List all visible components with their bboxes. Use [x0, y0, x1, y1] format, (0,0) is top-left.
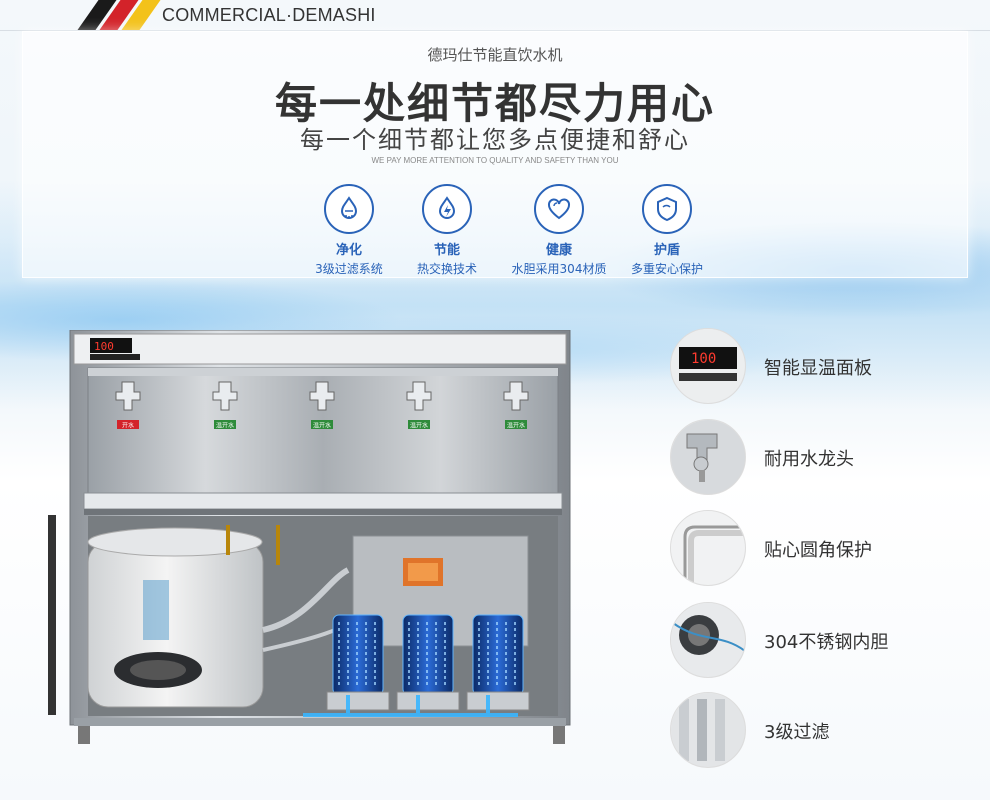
- detail-faucet: 耐用水龙头: [670, 419, 970, 495]
- filter-cartridge: [326, 614, 390, 711]
- feature-energy: 节能 热交换技术: [392, 184, 502, 277]
- feature-purify: 净化 3级过滤系统: [294, 184, 404, 277]
- svg-text:100: 100: [691, 351, 716, 367]
- temperature-panel-icon: 100: [670, 328, 746, 404]
- detail-label: 智能显温面板: [764, 358, 872, 379]
- intro-panel: [22, 31, 968, 278]
- faucet: 温开水: [212, 381, 238, 430]
- page-tagline: 每一个细节都让您多点便捷和舒心: [300, 126, 690, 154]
- faucet-label: 温开水: [216, 422, 234, 430]
- faucet-label: 温开水: [313, 422, 331, 430]
- svg-text:100: 100: [94, 340, 114, 353]
- feature-shield: 护盾 多重安心保护: [612, 184, 722, 277]
- feature-health: 健康 水胆采用304材质: [504, 184, 614, 277]
- filter-icon: [670, 692, 746, 768]
- detail-tank: 304不锈钢内胆: [670, 602, 970, 678]
- filter-cartridge: [466, 614, 530, 711]
- faucet-label: 温开水: [410, 422, 428, 430]
- faucet: 温开水: [309, 381, 335, 430]
- faucet-label: 温开水: [507, 422, 525, 430]
- faucet: 温开水: [503, 381, 529, 430]
- faucet: 开水: [115, 381, 141, 430]
- detail-label: 贴心圆角保护: [764, 540, 872, 561]
- detail-rounded-corner: 贴心圆角保护: [670, 510, 970, 586]
- detail-display-panel: 100 智能显温面板: [670, 328, 970, 404]
- feature-desc: 3级过滤系统: [315, 262, 383, 276]
- feature-title: 护盾: [653, 243, 680, 258]
- tank-icon: [670, 602, 746, 678]
- feature-title: 节能: [433, 243, 460, 258]
- filter-cartridge: [396, 614, 460, 711]
- faucet: 温开水: [406, 381, 432, 430]
- feature-title: 健康: [545, 243, 572, 258]
- rounded-corner-icon: [670, 510, 746, 586]
- water-drop-icon: [324, 184, 374, 234]
- detail-label: 3级过滤: [764, 722, 830, 743]
- faucet-label: 开水: [122, 422, 134, 430]
- shield-icon: [642, 184, 692, 234]
- english-slogan: WE PAY MORE ATTENTION TO QUALITY AND SAF…: [371, 156, 619, 165]
- header-divider: [0, 30, 990, 31]
- detail-label: 304不锈钢内胆: [764, 632, 889, 653]
- water-dispenser-image: 100 开水 温开水 温开水 温开水 温开水: [48, 329, 578, 750]
- feature-desc: 热交换技术: [416, 262, 477, 276]
- feature-desc: 多重安心保护: [630, 262, 703, 276]
- detail-filter: 3级过滤: [670, 692, 970, 768]
- product-subtitle: 德玛仕节能直饮水机: [427, 46, 563, 64]
- feature-title: 净化: [335, 243, 362, 258]
- feature-desc: 水胆采用304材质: [511, 262, 607, 276]
- brand-name: COMMERCIAL·DEMASHI: [162, 5, 376, 25]
- lightning-drop-icon: [422, 184, 472, 234]
- faucet-icon: [670, 419, 746, 495]
- detail-label: 耐用水龙头: [764, 449, 854, 470]
- page-headline: 每一处细节都尽力用心: [274, 79, 715, 128]
- heart-icon: [534, 184, 584, 234]
